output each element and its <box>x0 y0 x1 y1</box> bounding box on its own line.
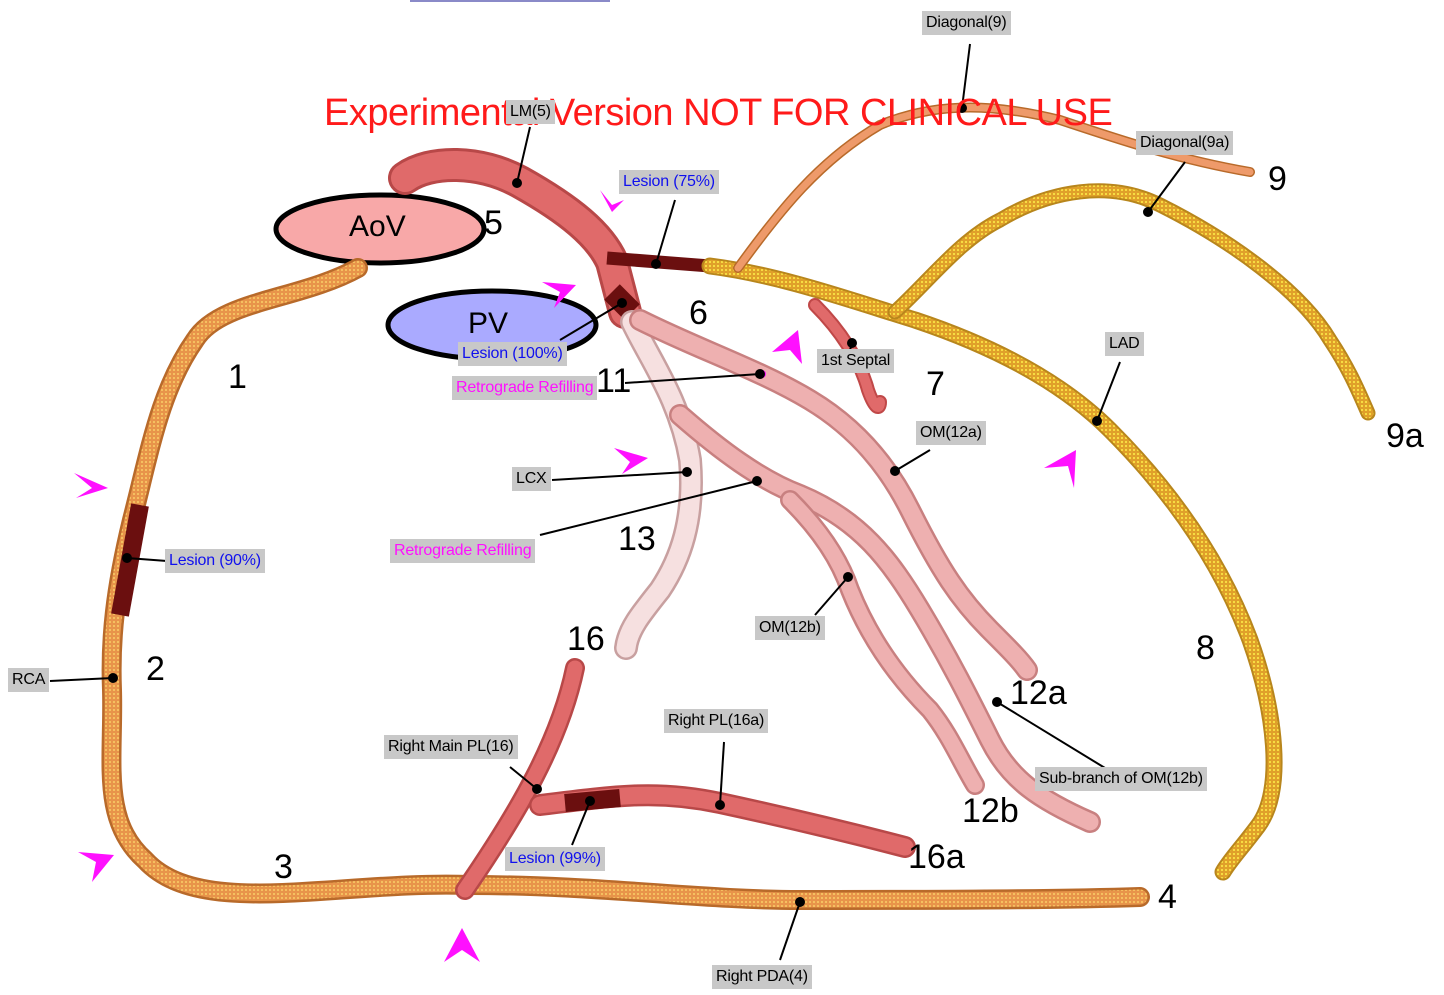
callout-sub-branch-om-12b[interactable]: Sub-branch of OM(12b) <box>1035 767 1207 791</box>
direction-markers <box>74 190 1076 962</box>
callout-right-pda-4[interactable]: Right PDA(4) <box>712 965 812 989</box>
marker-arrowhead <box>74 473 108 498</box>
aortic-valve-ellipse <box>273 192 487 266</box>
lcx-vessels <box>614 309 1101 833</box>
marker-arrowhead <box>444 928 480 962</box>
segment-number-6: 6 <box>689 294 708 332</box>
segment-number-12a: 12a <box>1010 674 1067 712</box>
callout-om-12a[interactable]: OM(12a) <box>916 421 986 445</box>
segment-number-11: 11 <box>596 362 632 400</box>
marker-arrowhead <box>772 330 802 364</box>
callout-1st-septal[interactable]: 1st Septal <box>817 349 895 373</box>
callout-lesion-100[interactable]: Lesion (100%) <box>458 342 567 366</box>
callout-retrograde-refilling-1[interactable]: Retrograde Refilling <box>452 376 598 400</box>
segment-number-3: 3 <box>274 848 293 886</box>
callout-diagonal-9a[interactable]: Diagonal(9a) <box>1136 131 1234 155</box>
watermark-text: Experimental Version NOT FOR CLINICAL US… <box>324 92 1113 134</box>
marker-arrowhead <box>614 448 648 474</box>
segment-number-4: 4 <box>1158 878 1177 916</box>
callout-right-pl-16a[interactable]: Right PL(16a) <box>664 709 769 733</box>
segment-number-12b: 12b <box>962 792 1019 830</box>
callout-lcx[interactable]: LCX <box>512 467 551 491</box>
top-artifact <box>410 0 610 2</box>
callout-lesion-75[interactable]: Lesion (75%) <box>619 170 719 194</box>
marker-arrowhead <box>600 190 624 212</box>
marker-arrowhead <box>542 282 576 308</box>
segment-number-13: 13 <box>618 520 656 558</box>
callout-retrograde-refilling-2[interactable]: Retrograde Refilling <box>390 539 536 563</box>
callout-leaders <box>49 43 1186 961</box>
segment-number-16a: 16a <box>908 838 965 876</box>
segment-number-5: 5 <box>484 204 503 242</box>
callout-om-12b[interactable]: OM(12b) <box>755 616 825 640</box>
callout-lesion-99[interactable]: Lesion (99%) <box>505 847 605 871</box>
segment-number-2: 2 <box>146 650 165 688</box>
segment-number-1: 1 <box>228 358 247 396</box>
callout-rca[interactable]: RCA <box>8 668 50 692</box>
callout-lad[interactable]: LAD <box>1105 332 1144 356</box>
marker-arrowhead <box>78 852 114 882</box>
aov-label: AoV <box>349 210 406 243</box>
callout-right-main-pl-16[interactable]: Right Main PL(16) <box>384 735 518 759</box>
segment-number-9: 9 <box>1268 160 1287 198</box>
segment-number-8: 8 <box>1196 629 1215 667</box>
marker-arrowhead <box>1044 450 1076 488</box>
segment-number-16: 16 <box>567 620 605 658</box>
callout-lm-5[interactable]: LM(5) <box>506 100 555 124</box>
segment-number-9a: 9a <box>1386 417 1424 455</box>
pv-label: PV <box>468 307 509 340</box>
callout-lesion-90[interactable]: Lesion (90%) <box>165 549 265 573</box>
segment-number-7: 7 <box>926 365 945 403</box>
callout-diagonal-9[interactable]: Diagonal(9) <box>922 11 1011 35</box>
